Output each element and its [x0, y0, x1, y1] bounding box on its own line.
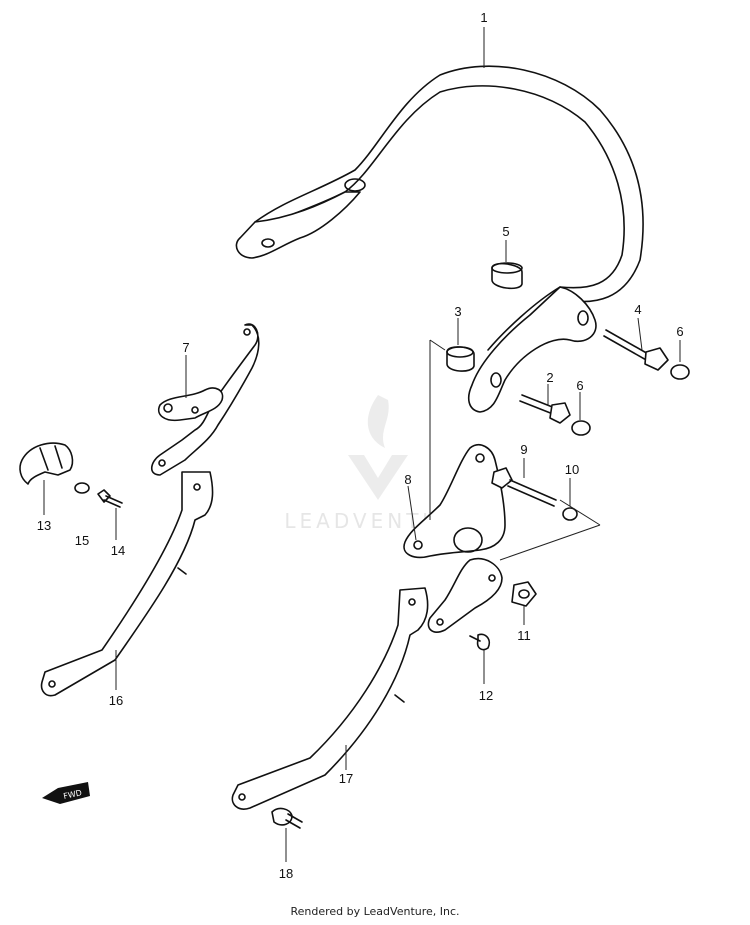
- plate-part-8: [403, 444, 506, 559]
- callout-17: 17: [339, 771, 353, 786]
- cap-part-6-upper: [670, 364, 690, 380]
- washer-part-15: [74, 482, 90, 494]
- callout-8: 8: [404, 472, 411, 487]
- callout-3: 3: [454, 304, 461, 319]
- clamp-part-13: [19, 442, 74, 485]
- collar-part-3: [446, 346, 475, 372]
- callout-16: 16: [109, 693, 123, 708]
- bracket-part-7: [150, 323, 260, 476]
- footer-credit: Rendered by LeadVenture, Inc.: [290, 905, 460, 918]
- bolt-part-12: [469, 633, 491, 651]
- assembly-guide-lines: [429, 339, 601, 561]
- callout-15: 15: [75, 533, 89, 548]
- grab-rail-part-1: [235, 65, 644, 413]
- fwd-label: FWD: [63, 788, 83, 801]
- callouts: 1 2 3 4 5 6 6 7 8 9 10 11 12 13 14 15 16…: [37, 10, 684, 881]
- leader-lines: [43, 27, 681, 862]
- callout-7: 7: [182, 340, 189, 355]
- callout-6-upper: 6: [676, 324, 683, 339]
- bolt-part-9: [491, 467, 557, 507]
- callout-9: 9: [520, 442, 527, 457]
- callout-2: 2: [546, 370, 553, 385]
- washer-part-10: [562, 507, 578, 521]
- callout-10: 10: [565, 462, 579, 477]
- cap-part-6-lower: [571, 420, 591, 436]
- callout-14: 14: [111, 543, 125, 558]
- callout-13: 13: [37, 518, 51, 533]
- stay-part-17: [231, 587, 429, 810]
- bolt-part-14: [97, 489, 123, 508]
- stay-part-16: [40, 471, 214, 697]
- bolt-part-18: [271, 807, 303, 829]
- callout-18: 18: [279, 866, 293, 881]
- callout-11: 11: [517, 628, 531, 643]
- callout-12: 12: [479, 688, 493, 703]
- nut-part-11: [511, 581, 537, 607]
- collar-part-5: [491, 262, 523, 290]
- callout-1: 1: [480, 10, 487, 25]
- lower-bracket: [427, 558, 503, 633]
- bolt-part-2: [519, 394, 571, 424]
- callout-5: 5: [502, 224, 509, 239]
- forward-direction-arrow: FWD: [42, 782, 90, 804]
- callout-6-lower: 6: [576, 378, 583, 393]
- callout-4: 4: [634, 302, 641, 317]
- bolt-part-4: [603, 329, 669, 371]
